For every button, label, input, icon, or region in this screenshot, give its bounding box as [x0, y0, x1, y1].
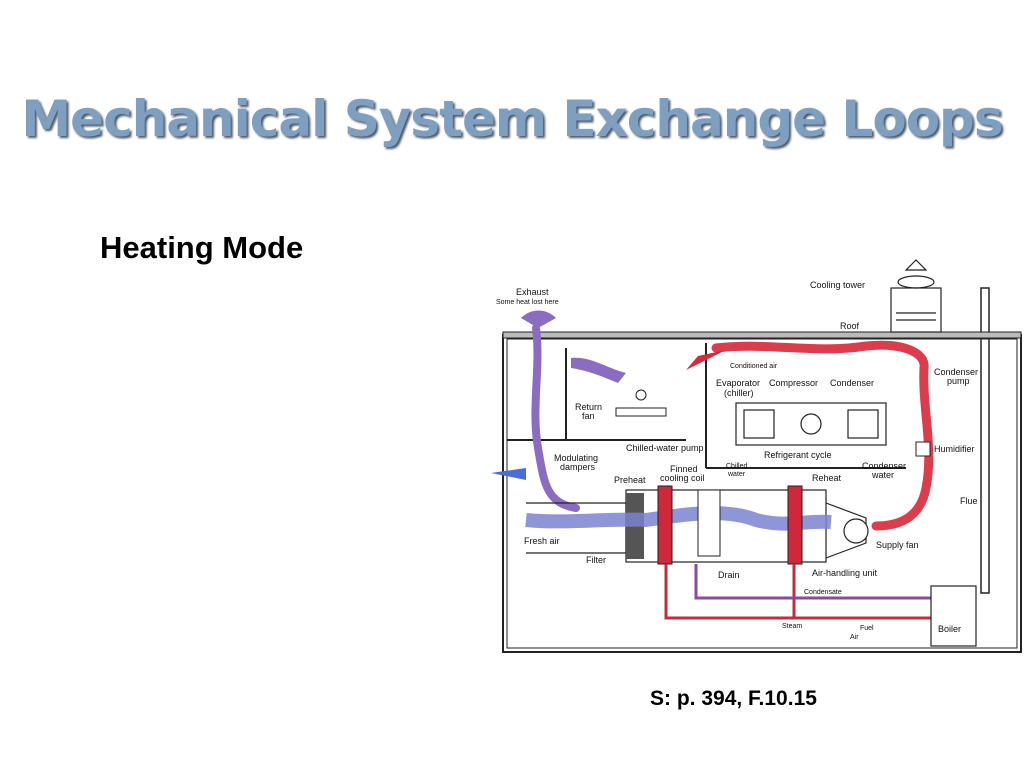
- label-chilled-water-2: water: [727, 471, 746, 478]
- label-chilled-water-1: Chilled: [726, 463, 748, 470]
- label-exhaust-note: Some heat lost here: [496, 299, 559, 306]
- label-chiller: (chiller): [724, 388, 754, 398]
- label-fuel: Fuel: [860, 625, 874, 632]
- label-reheat: Reheat: [812, 473, 842, 483]
- label-filter: Filter: [586, 555, 606, 565]
- label-air: Air: [850, 634, 859, 641]
- label-condensate: Condensate: [804, 589, 842, 596]
- label-boiler: Boiler: [938, 624, 961, 634]
- label-preheat: Preheat: [614, 475, 646, 485]
- label-condenser-water-2: water: [871, 470, 894, 480]
- label-condenser-pump-1: Condenser: [934, 367, 978, 377]
- cooling-tower: [890, 259, 942, 333]
- label-chilled-water-pump: Chilled-water pump: [626, 443, 704, 453]
- roof-band: [502, 331, 1022, 339]
- occupant-desk: [615, 389, 667, 417]
- label-fresh-air: Fresh air: [524, 536, 560, 546]
- label-air-handling-unit: Air-handling unit: [812, 568, 878, 578]
- steam-line: [664, 564, 931, 620]
- exhaust-plume: [521, 310, 556, 328]
- label-condenser-pump-2: pump: [947, 376, 970, 386]
- label-roof: Roof: [840, 321, 860, 331]
- warm-air-arrow: [686, 350, 726, 370]
- label-finned-cooling-coil-2: cooling coil: [660, 473, 705, 483]
- return-air-duct: [531, 324, 580, 512]
- label-compressor: Compressor: [769, 378, 818, 388]
- label-evaporator: Evaporator: [716, 378, 760, 388]
- hvac-diagram: Exhaust Some heat lost here Cooling towe…: [491, 259, 1022, 653]
- label-steam: Steam: [782, 623, 802, 630]
- chiller-condenser-unit: [735, 402, 887, 446]
- label-finned-cooling-coil-1: Finned: [670, 464, 698, 474]
- finned-cooling-coil: [697, 489, 721, 557]
- label-supply-fan: Supply fan: [876, 540, 919, 550]
- label-exhaust: Exhaust: [516, 287, 549, 297]
- ahu-air-stream: [525, 506, 832, 531]
- heating-mode-heading: Heating Mode: [100, 230, 304, 265]
- label-return-fan-1: Return: [575, 402, 602, 412]
- supply-fan: [843, 518, 869, 544]
- label-condenser-water-1: Condenser: [862, 461, 906, 471]
- label-drain: Drain: [718, 570, 740, 580]
- reheat-coil: [787, 485, 803, 565]
- source-citation: S: p. 394, F.10.15: [650, 687, 817, 710]
- label-return-fan-2: fan: [582, 411, 595, 421]
- warm-air-duct: [711, 340, 934, 531]
- slide-title: Mechanical System Exchange Loops: [21, 90, 1003, 148]
- humidifier-unit: [915, 441, 931, 457]
- label-cooling-tower: Cooling tower: [810, 280, 865, 290]
- label-humidifier: Humidifier: [934, 444, 975, 454]
- label-modulating-dampers-2: dampers: [560, 462, 596, 472]
- label-conditioned-air: Conditioned air: [730, 363, 778, 370]
- label-flue: Flue: [960, 496, 978, 506]
- return-air-plume: [571, 357, 626, 383]
- preheat-coil: [657, 485, 673, 565]
- boiler: [930, 585, 977, 647]
- label-condenser: Condenser: [830, 378, 874, 388]
- fresh-air-inlet: [491, 468, 526, 480]
- label-modulating-dampers-1: Modulating: [554, 453, 598, 463]
- condensate-line: [694, 564, 931, 600]
- label-refrigerant-cycle: Refrigerant cycle: [764, 450, 832, 460]
